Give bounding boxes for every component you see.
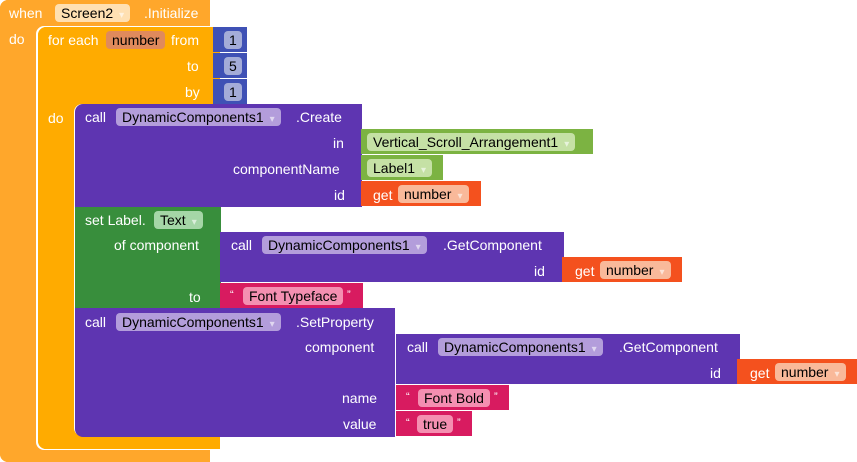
setproperty-method-name: .SetProperty <box>296 314 374 330</box>
create-call-label: call <box>85 109 107 125</box>
true-text-field[interactable]: true <box>417 415 454 433</box>
by-value-field[interactable]: 1 <box>224 83 242 101</box>
arrangement-dropdown[interactable]: Vertical_Scroll_Arrangement1 <box>367 133 576 151</box>
set-get-label: get <box>575 263 595 279</box>
when-label: when <box>9 5 43 21</box>
loop-variable-field[interactable]: number <box>106 31 166 49</box>
label-name-dropdown[interactable]: Label1 <box>367 159 433 177</box>
component-name-label: componentName <box>233 161 340 177</box>
from-label: from <box>171 32 199 48</box>
set-label-prefix: set Label. <box>85 212 146 228</box>
font-typeface-text-field[interactable]: Font Typeface <box>243 287 344 305</box>
setprop-get-var-dropdown[interactable]: number <box>775 363 846 381</box>
setprop-getcomp-call-label: call <box>407 339 429 355</box>
set-getcomp-call-label: call <box>231 237 253 253</box>
create-method-name: .Create <box>296 109 342 125</box>
component-arg-label: component <box>305 339 375 355</box>
create-id-label: id <box>334 187 345 203</box>
value-arg-label: value <box>343 416 377 432</box>
create-get-var-dropdown[interactable]: number <box>398 185 469 203</box>
setprop-get-label: get <box>750 365 770 381</box>
loop-do-label: do <box>48 110 64 126</box>
create-get-label: get <box>373 187 393 203</box>
setproperty-call-label: call <box>85 314 107 330</box>
event-name: .Initialize <box>144 5 199 21</box>
setproperty-component-dropdown[interactable]: DynamicComponents1 <box>116 313 281 331</box>
set-to-label: to <box>189 289 201 305</box>
of-component-label: of component <box>114 237 199 253</box>
setprop-getcomp-method: .GetComponent <box>619 339 718 355</box>
set-get-var-dropdown[interactable]: number <box>600 261 671 279</box>
event-do-label: do <box>9 31 25 47</box>
to-value-field[interactable]: 5 <box>224 57 242 75</box>
close-quote-icon: ” <box>347 289 351 301</box>
set-getcomp-method: .GetComponent <box>443 237 542 253</box>
event-footer <box>0 450 210 462</box>
setprop-getcomp-component-dropdown[interactable]: DynamicComponents1 <box>438 338 603 356</box>
name-arg-label: name <box>342 390 378 406</box>
value-open-quote-icon: “ <box>406 417 410 429</box>
label-property-dropdown[interactable]: Text <box>154 211 203 229</box>
screen-dropdown[interactable]: Screen2 <box>55 4 131 22</box>
in-label: in <box>333 135 344 151</box>
for-each-label: for each <box>48 32 99 48</box>
loop-footer <box>38 436 220 449</box>
setprop-getcomp-id-label: id <box>710 365 721 381</box>
value-close-quote-icon: ” <box>457 417 461 429</box>
name-close-quote-icon: ” <box>494 391 498 403</box>
open-quote-icon: “ <box>230 289 234 301</box>
name-open-quote-icon: “ <box>406 391 410 403</box>
by-label: by <box>185 84 200 100</box>
set-getcomp-component-dropdown[interactable]: DynamicComponents1 <box>262 236 427 254</box>
create-component-dropdown[interactable]: DynamicComponents1 <box>116 108 281 126</box>
font-bold-text-field[interactable]: Font Bold <box>418 389 490 407</box>
set-getcomp-id-label: id <box>534 263 545 279</box>
from-value-field[interactable]: 1 <box>224 31 242 49</box>
to-label: to <box>187 58 199 74</box>
